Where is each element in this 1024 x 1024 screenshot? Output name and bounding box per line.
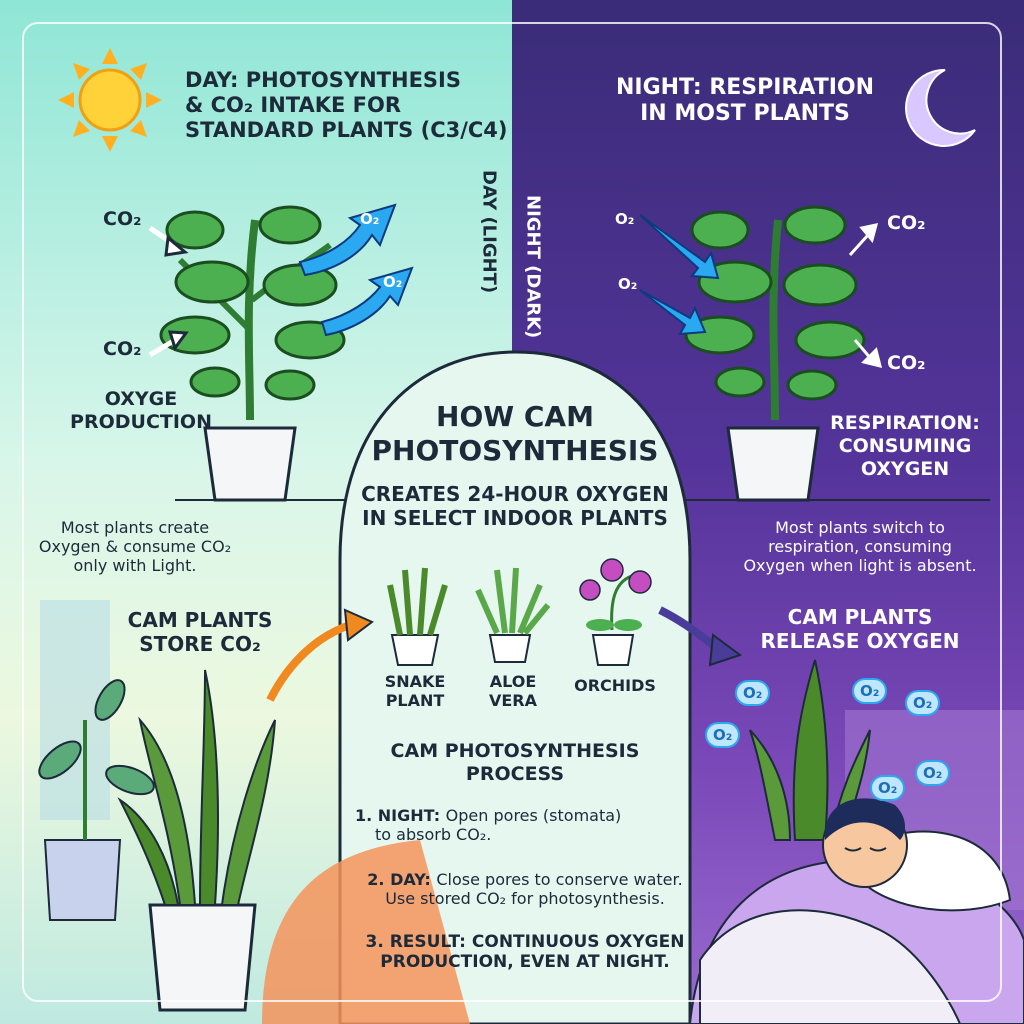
- respiration-line: CONSUMING: [838, 434, 972, 457]
- o2-bubble: O₂: [852, 678, 888, 704]
- day-note-line: only with Light.: [73, 556, 197, 576]
- main-title-line: HOW CAM: [436, 400, 594, 433]
- day-vertical-label: DAY (LIGHT): [478, 170, 500, 294]
- step-1: 1. NIGHT: Open pores (stomata) to absorb…: [355, 806, 695, 844]
- step-3: 3. RESULT: CONTINUOUS OXYGEN PRODUCTION,…: [335, 932, 715, 973]
- night-o2-arrow-icon: [639, 214, 720, 336]
- orchid-icon: [579, 558, 652, 666]
- step-text: CONTINUOUS OXYGEN: [471, 932, 685, 952]
- houseplant-icon: [38, 679, 155, 921]
- night-note: Most plants switch to respiration, consu…: [715, 518, 1005, 576]
- step-2: 2. DAY: Close pores to conserve water. U…: [335, 870, 715, 908]
- respiration-line: OXYGEN: [860, 457, 950, 480]
- day-plant-icon: [159, 205, 346, 502]
- cam-store-label: CAM PLANTS STORE CO₂: [120, 608, 280, 656]
- night-note-line: respiration, consuming: [768, 537, 952, 557]
- main-title: HOW CAM PHOTOSYNTHESIS: [345, 400, 685, 467]
- process-title: CAM PHOTOSYNTHESIS PROCESS: [345, 740, 685, 786]
- night-plant-icon: [684, 205, 866, 502]
- night-note-line: Most plants switch to: [775, 518, 945, 537]
- sun-icon: [58, 48, 162, 152]
- step-lead: 1. NIGHT:: [355, 806, 441, 825]
- blanket-orange: [262, 840, 470, 1024]
- night-header: NIGHT: RESPIRATION IN MOST PLANTS: [600, 75, 890, 128]
- plant-label-line: ORCHIDS: [574, 676, 656, 695]
- o2-bubble: O₂: [735, 680, 771, 706]
- day-header: DAY: PHOTOSYNTHESIS & CO₂ INTAKE FOR STA…: [185, 68, 508, 144]
- night-header-line: IN MOST PLANTS: [640, 101, 850, 127]
- step-text: PRODUCTION, EVEN AT NIGHT.: [380, 952, 670, 973]
- night-note-line: Oxygen when light is absent.: [743, 556, 977, 576]
- process-title-line: PROCESS: [465, 762, 565, 785]
- oxygen-production-label: OXYGE PRODUCTION: [66, 388, 216, 434]
- cam-store-line: STORE CO₂: [139, 632, 261, 656]
- snake-plant-large-icon: [117, 669, 276, 1012]
- moon-icon: [905, 68, 976, 147]
- respiration-line: RESPIRATION:: [830, 412, 980, 434]
- snake-plant-small-icon: [387, 567, 448, 666]
- aloe-vera-icon: [475, 567, 551, 663]
- co2-arrow-icon: [148, 225, 189, 358]
- o2-label: O₂: [383, 273, 403, 291]
- step-lead: 3. RESULT:: [365, 932, 466, 952]
- main-title-line: PHOTOSYNTHESIS: [371, 433, 659, 467]
- main-subtitle-line: IN SELECT INDOOR PLANTS: [362, 506, 668, 530]
- co2-label: CO₂: [887, 352, 926, 374]
- step-text: Open pores (stomata): [445, 806, 622, 825]
- co2-label: CO₂: [887, 212, 926, 234]
- co2-label: CO₂: [103, 338, 142, 360]
- plant-label-line: ALOE: [489, 672, 537, 691]
- plant-label-orchids: ORCHIDS: [560, 676, 670, 695]
- main-subtitle-line: CREATES 24-HOUR OXYGEN: [361, 482, 669, 506]
- plant-label-line: VERA: [488, 691, 537, 711]
- day-note-line: Most plants create: [60, 518, 210, 537]
- cam-release-line: CAM PLANTS: [787, 605, 933, 629]
- step-text: Use stored CO₂ for photosynthesis.: [385, 889, 665, 909]
- day-header-line: & CO₂ INTAKE FOR: [185, 93, 402, 118]
- day-header-line: DAY: PHOTOSYNTHESIS: [185, 68, 461, 92]
- night-co2-arrow-icon: [848, 223, 883, 369]
- sleeping-person-icon: [688, 798, 1024, 1024]
- co2-label: CO₂: [103, 208, 142, 230]
- o2-arrow-icon: [298, 203, 414, 337]
- step-lead: 2. DAY:: [367, 870, 431, 889]
- respiration-label: RESPIRATION: CONSUMING OXYGEN: [820, 412, 990, 480]
- night-header-line: NIGHT: RESPIRATION: [615, 75, 875, 100]
- day-header-line: STANDARD PLANTS (C3/C4): [185, 118, 508, 143]
- cam-store-line: CAM PLANTS: [127, 608, 273, 632]
- plant-label-aloe: ALOE VERA: [468, 672, 558, 710]
- o2-bubble: O₂: [870, 775, 906, 801]
- o2-label: O₂: [615, 210, 635, 228]
- o2-label: O₂: [618, 275, 638, 293]
- day-note: Most plants create Oxygen & consume CO₂ …: [30, 518, 240, 576]
- plant-label-snake: SNAKE PLANT: [370, 672, 460, 710]
- center-bubble: [338, 350, 692, 1024]
- process-title-line: CAM PHOTOSYNTHESIS: [390, 740, 640, 762]
- step-text: to absorb CO₂.: [375, 825, 492, 845]
- production-line: OXYGE: [104, 388, 178, 410]
- o2-label: O₂: [360, 210, 380, 228]
- plant-label-line: SNAKE: [384, 672, 446, 691]
- cam-release-label: CAM PLANTS RELEASE OXYGEN: [740, 605, 980, 653]
- o2-bubble: O₂: [905, 690, 941, 716]
- main-subtitle: CREATES 24-HOUR OXYGEN IN SELECT INDOOR …: [330, 482, 700, 530]
- cam-release-line: RELEASE OXYGEN: [760, 629, 960, 653]
- night-vertical-label: NIGHT (DARK): [522, 195, 544, 339]
- o2-bubble: O₂: [915, 760, 951, 786]
- day-note-line: Oxygen & consume CO₂: [38, 537, 232, 557]
- step-text: Close pores to conserve water.: [436, 870, 683, 889]
- production-line: PRODUCTION: [70, 410, 212, 433]
- o2-bubble: O₂: [705, 722, 741, 748]
- plant-label-line: PLANT: [385, 691, 445, 711]
